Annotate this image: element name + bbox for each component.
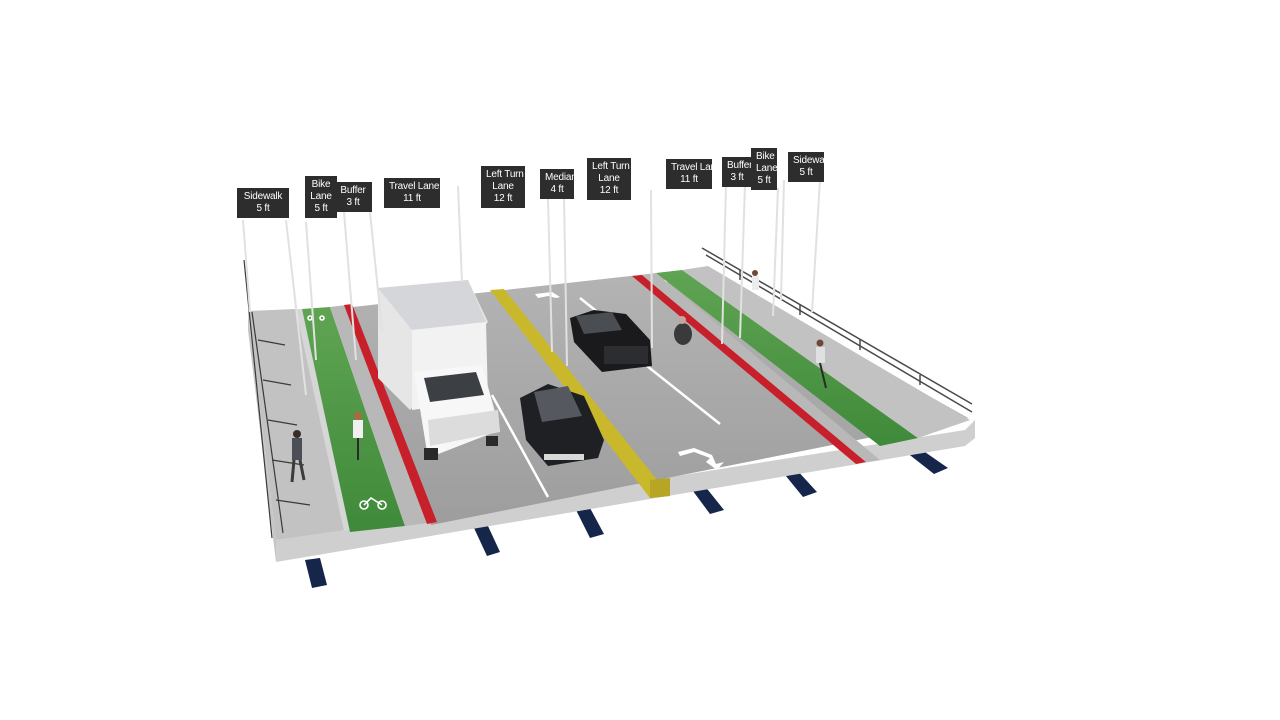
left-bike-lane [302, 307, 405, 532]
bridge-deck-edge [276, 420, 975, 562]
right-buffer [642, 273, 880, 462]
label-right-travel-lane: Travel Lane 11 ft [666, 159, 721, 189]
label-left-sidewalk: Sidewalk 5 ft [237, 188, 289, 218]
median-edge [650, 478, 670, 498]
label-left-travel-lane: Travel Lane 11 ft [384, 178, 440, 208]
right-buffer-stripe [632, 275, 866, 464]
right-sidewalk [682, 266, 970, 438]
people [290, 270, 827, 483]
label-median: Median 4 ft [540, 169, 577, 199]
right-railing [701, 247, 973, 413]
label-right-sidewalk: Sidewalk 5 ft [788, 152, 832, 182]
median-strip [490, 289, 670, 498]
black-car [520, 384, 604, 466]
sign-poles [242, 179, 821, 396]
turn-arrow-icon [535, 292, 724, 470]
label-left-turn-lane-b: Left Turn Lane 12 ft [587, 158, 631, 200]
left-curb [296, 309, 350, 531]
label-left-buffer: Buffer 3 ft [334, 182, 372, 212]
left-buffer [330, 305, 428, 526]
pickup-truck [570, 310, 652, 372]
label-left-turn-lane-a: Left Turn Lane 12 ft [481, 166, 525, 208]
label-left-bike-lane: Bike Lane 5 ft [305, 176, 337, 218]
label-right-buffer: Buffer 3 ft [722, 157, 753, 187]
motorcyclist [674, 316, 692, 345]
box-truck [378, 280, 500, 460]
right-bike-lane [656, 270, 918, 446]
left-buffer-stripe [344, 304, 437, 524]
label-right-bike-lane: Bike Lane 5 ft [751, 148, 778, 190]
